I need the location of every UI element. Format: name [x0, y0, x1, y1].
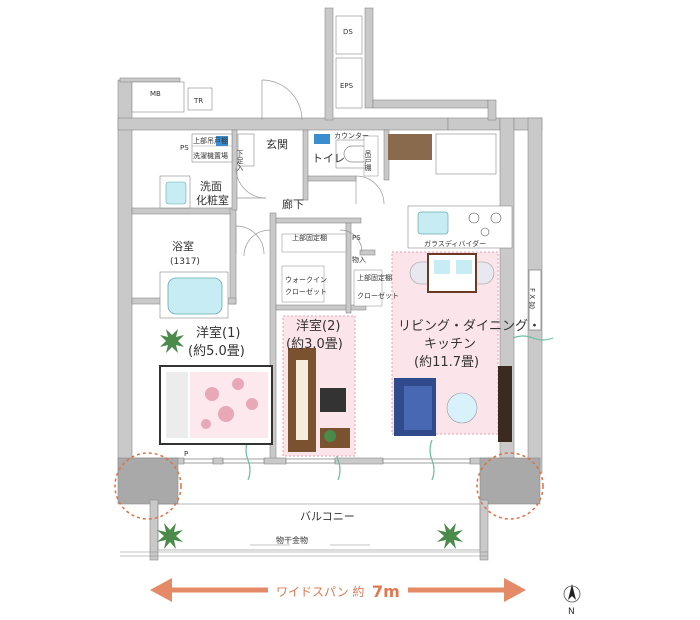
western2-label-1: 洋室(2) — [296, 318, 340, 334]
closet-label: クローゼット — [357, 291, 399, 300]
storage-label: 物入 — [352, 255, 366, 264]
eps-box — [335, 57, 363, 109]
p-mark: P — [184, 450, 188, 458]
mb-label: MB — [150, 90, 161, 98]
sink-icon — [159, 175, 191, 209]
tr-box — [187, 87, 213, 111]
western1-label-2: (約5.0畳) — [188, 344, 245, 359]
wide-span-value: 7m — [372, 582, 400, 601]
laundry-label: 洗濯機置場 — [193, 151, 228, 160]
drying-hardware-label: 物干金物 — [276, 535, 308, 545]
western2-label-2: (約3.0畳) — [286, 337, 343, 352]
sofa-icon — [394, 378, 436, 436]
wic-label-1: ウォークイン — [285, 276, 327, 284]
bath-label-1: 浴室 — [172, 239, 194, 253]
coffee-table — [446, 392, 478, 424]
windows — [183, 269, 542, 464]
stove-icon — [468, 212, 502, 237]
toilet-icon — [314, 134, 379, 177]
wic-upper-label: 上部固定棚 — [292, 233, 327, 242]
bath-label-2: (1317) — [170, 257, 200, 267]
pillar-highlight — [114, 452, 544, 520]
compass-icon: N — [563, 584, 581, 617]
wic-label-2: クローゼット — [285, 287, 327, 296]
ps-mid-label: PS — [352, 234, 361, 242]
compass-north-label: N — [568, 607, 575, 617]
toilet-label: トイレ — [312, 152, 345, 165]
balcony — [120, 503, 488, 557]
washroom-label-1: 洗面 — [200, 180, 222, 193]
fix-window-label: F X 窓 — [528, 288, 536, 308]
mb-box — [131, 81, 185, 113]
sink-icon — [417, 211, 449, 235]
ldk-label-2: キッチン — [424, 337, 476, 352]
doors — [235, 79, 385, 257]
ds-box — [335, 15, 363, 55]
storage-upper-label: 上部吊戸棚 — [193, 136, 228, 145]
toilet-shelf-label: 吊戸棚 — [364, 150, 372, 172]
balcony-label: バルコニー — [300, 510, 355, 523]
eps-label: EPS — [340, 82, 354, 90]
ds-label: DS — [343, 28, 353, 36]
washroom-label-2: 化粧室 — [196, 193, 229, 207]
tr-label: TR — [193, 97, 203, 105]
ldk-label-1: リビング・ダイニング・ — [398, 319, 541, 334]
closet-upper-label: 上部固定棚 — [357, 273, 392, 282]
ldk-label-3: (約11.7畳) — [414, 355, 479, 370]
plant-icon — [157, 329, 463, 549]
ps-top-label: PS — [180, 144, 189, 152]
western1-label-1: 洋室(1) — [196, 325, 240, 341]
bed-icon — [159, 365, 273, 445]
entrance-label: 玄関 — [266, 137, 288, 151]
wide-span-arrow: ワイドスパン 約 7m — [150, 578, 526, 602]
bathtub-icon — [159, 271, 229, 319]
shoe-label: 下足入 — [236, 150, 244, 171]
wide-span-label: ワイドスパン 約 — [276, 584, 364, 599]
glass-divider-label: ガラスディバイダー — [424, 239, 486, 248]
counter-label: カウンター — [334, 131, 369, 140]
dining-table — [409, 253, 495, 293]
hallway-label: 廊下 — [282, 197, 304, 211]
